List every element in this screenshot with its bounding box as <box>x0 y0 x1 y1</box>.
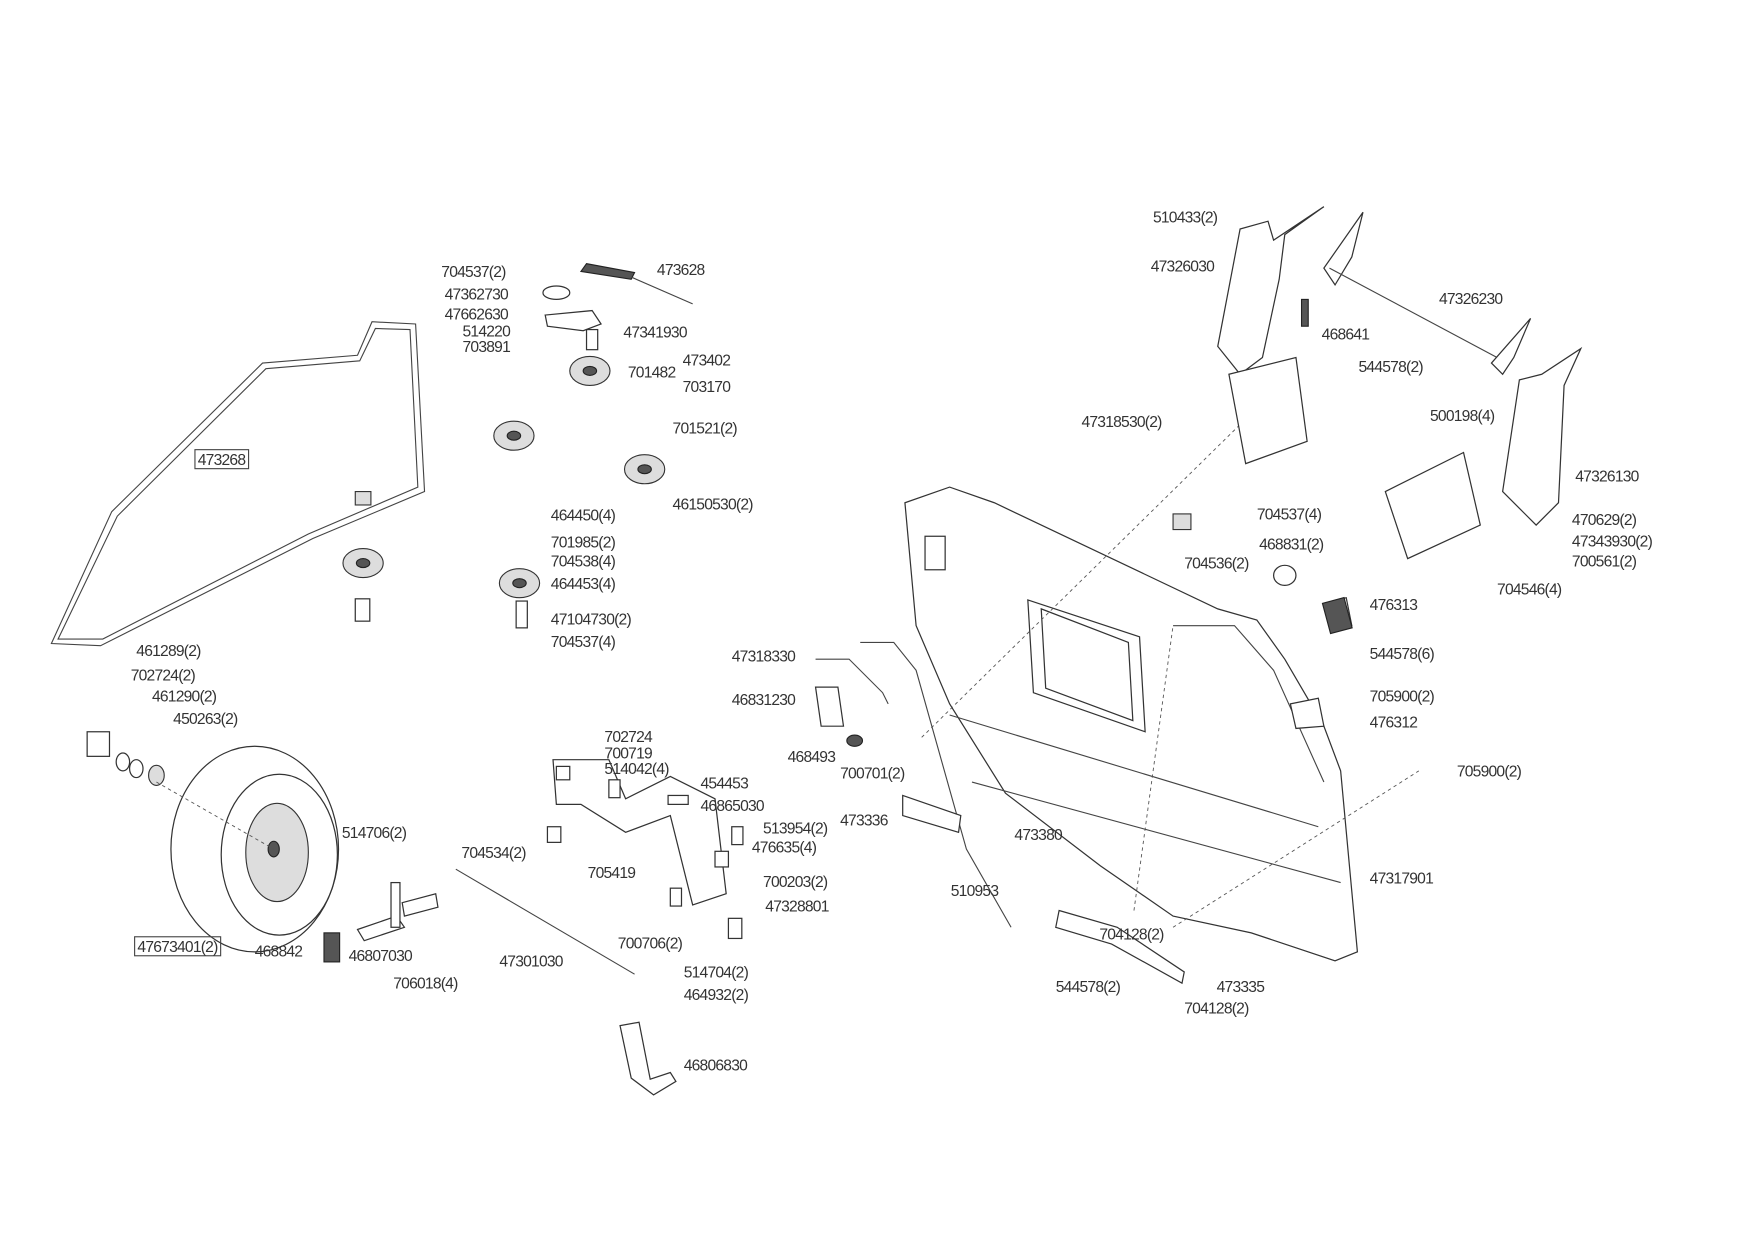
part-callout: 700203(2) <box>763 872 828 891</box>
part-callout: 704534(2) <box>461 843 526 862</box>
part-callout: 514042(4) <box>604 759 669 778</box>
belt <box>50 321 426 647</box>
part-callout: 473268 <box>194 449 249 470</box>
part-callout: 47341930 <box>623 322 687 341</box>
lift-linkage <box>814 641 1185 985</box>
part-callout: 702724 <box>604 727 652 746</box>
part-callout: 703891 <box>462 337 511 356</box>
pulleys <box>342 263 693 629</box>
axle-assembly <box>356 759 744 1096</box>
part-callout: 476635(4) <box>751 837 817 856</box>
part-callout: 500198(4) <box>1430 406 1495 425</box>
part-callout: 468641 <box>1321 325 1370 343</box>
part-callout: 464932(2) <box>683 985 749 1004</box>
part-callout: 461289(2) <box>136 641 201 660</box>
part-callout: 473336 <box>840 811 888 829</box>
part-callout: 47326230 <box>1438 289 1503 308</box>
part-callout: 704537(2) <box>441 262 506 281</box>
part-callout: 704538(4) <box>550 551 616 570</box>
part-callout: 450263(2) <box>173 709 238 728</box>
part-callout: 510953 <box>950 881 999 900</box>
part-callout: 513954(2) <box>763 818 828 837</box>
part-callout: 705900(2) <box>1456 761 1522 780</box>
part-callout: 473335 <box>1216 977 1265 996</box>
part-callout: 46150530(2) <box>672 494 754 513</box>
part-callout: 47343930(2) <box>1571 531 1653 550</box>
part-callout: 454453 <box>700 774 749 793</box>
part-callout: 704537(4) <box>1256 504 1322 523</box>
part-callout: 514704(2) <box>683 963 749 981</box>
part-callout: 701521(2) <box>672 418 738 437</box>
part-callout: 464453(4) <box>550 574 616 593</box>
part-callout: 47326030 <box>1150 256 1215 275</box>
part-callout: 473628 <box>656 260 705 279</box>
part-callout: 468842 <box>254 941 303 960</box>
deck-plate <box>904 424 1420 962</box>
part-callout: 464450(4) <box>550 506 616 524</box>
part-callout: 700701(2) <box>840 764 905 783</box>
part-callout: 46831230 <box>731 690 796 709</box>
front-wheel <box>86 731 341 963</box>
part-callout: 47328801 <box>765 897 829 915</box>
lift-brackets <box>1172 206 1583 635</box>
part-callout: 476313 <box>1369 595 1418 614</box>
part-callout: 700561(2) <box>1571 551 1637 570</box>
part-callout: 544578(2) <box>1055 977 1121 996</box>
part-callout: 47326130 <box>1575 466 1639 485</box>
part-callout: 704536(2) <box>1184 554 1249 573</box>
part-callout: 46865030 <box>700 796 764 815</box>
part-callout: 704128(2) <box>1184 998 1249 1017</box>
part-callout: 703170 <box>682 377 731 396</box>
part-callout: 47662630 <box>444 304 509 323</box>
part-callout: 470629(2) <box>1571 510 1637 529</box>
part-callout: 544578(2) <box>1358 357 1424 376</box>
part-callout: 702724(2) <box>130 665 196 684</box>
part-callout: 473380 <box>1014 825 1062 844</box>
part-callout: 704537(4) <box>550 632 616 651</box>
part-callout: 514706(2) <box>341 823 407 842</box>
part-callout: 704546(4) <box>1497 579 1562 598</box>
part-callout: 47301030 <box>499 951 563 970</box>
part-callout: 47104730(2) <box>550 609 632 628</box>
part-callout: 476312 <box>1369 712 1418 731</box>
part-callout: 461290(2) <box>151 687 217 705</box>
part-callout: 701985(2) <box>550 532 616 551</box>
part-callout: 705900(2) <box>1369 687 1435 705</box>
part-callout: 46807030 <box>348 946 413 965</box>
part-callout: 47673401(2) <box>134 936 221 957</box>
part-callout: 468493 <box>787 747 836 766</box>
part-callout: 700719 <box>604 744 652 762</box>
part-callout: 701482 <box>627 363 676 381</box>
part-callout: 46806830 <box>683 1055 748 1074</box>
part-callout: 47362730 <box>444 284 509 303</box>
part-callout: 47318530(2) <box>1081 412 1162 431</box>
part-callout: 468831(2) <box>1259 535 1324 554</box>
part-callout: 514220 <box>462 321 511 340</box>
part-callout: 47318330 <box>731 646 796 665</box>
part-callout: 544578(6) <box>1369 644 1435 663</box>
part-callout: 47317901 <box>1369 869 1434 888</box>
part-callout: 704128(2) <box>1099 925 1164 943</box>
part-callout: 706018(4) <box>393 974 458 993</box>
part-callout: 473402 <box>682 350 731 369</box>
part-callout: 510433(2) <box>1152 207 1218 226</box>
part-callout: 700706(2) <box>617 933 683 952</box>
part-callout: 705419 <box>587 863 636 882</box>
